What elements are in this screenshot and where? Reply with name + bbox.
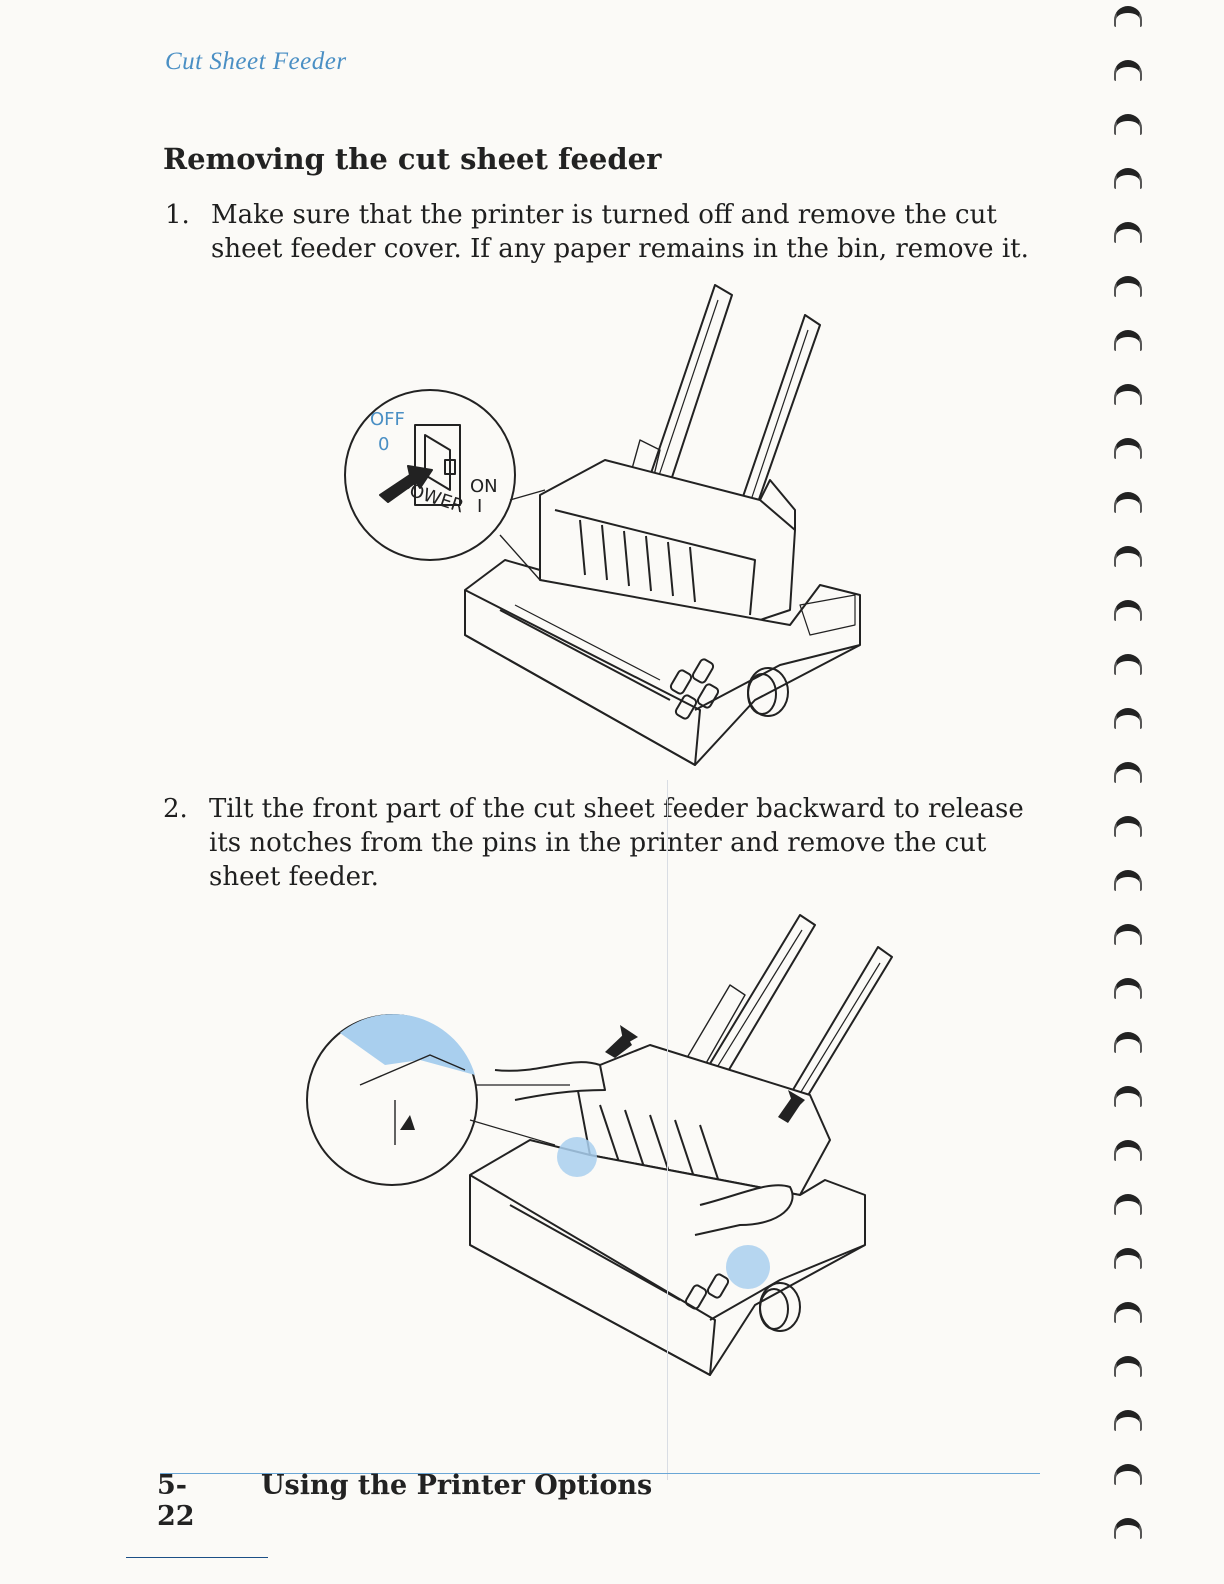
- spiral-ring-icon: [1114, 600, 1142, 621]
- printer-power-off-illustration: OFF 0 ON I POWER: [340, 280, 880, 775]
- section-title: Removing the cut sheet feeder: [163, 142, 662, 176]
- switch-off-label: OFF: [370, 409, 405, 430]
- spiral-ring-icon: [1114, 1248, 1142, 1269]
- spiral-ring-icon: [1114, 762, 1142, 783]
- spiral-ring-icon: [1114, 168, 1142, 189]
- spiral-ring-icon: [1114, 222, 1142, 243]
- spiral-ring-icon: [1114, 654, 1142, 675]
- spiral-ring-icon: [1114, 1518, 1142, 1539]
- spiral-ring-icon: [1114, 708, 1142, 729]
- scan-artifact-line: [126, 1557, 268, 1558]
- spiral-ring-icon: [1114, 1194, 1142, 1215]
- spiral-ring-icon: [1114, 1140, 1142, 1161]
- spiral-ring-icon: [1114, 492, 1142, 513]
- switch-one-label: I: [477, 496, 482, 517]
- spiral-ring-icon: [1114, 60, 1142, 81]
- spiral-ring-icon: [1114, 276, 1142, 297]
- step-text: Tilt the front part of the cut sheet fee…: [209, 794, 1024, 892]
- spiral-ring-icon: [1114, 816, 1142, 837]
- spiral-ring-icon: [1114, 1410, 1142, 1431]
- spiral-ring-icon: [1114, 1302, 1142, 1323]
- spiral-ring-icon: [1114, 384, 1142, 405]
- spiral-ring-icon: [1114, 330, 1142, 351]
- spiral-ring-icon: [1114, 546, 1142, 567]
- spiral-ring-icon: [1114, 1086, 1142, 1107]
- step-number: 2.: [163, 794, 188, 824]
- scan-fold-line: [667, 780, 668, 1480]
- spiral-ring-icon: [1114, 924, 1142, 945]
- spiral-ring-icon: [1114, 438, 1142, 459]
- spiral-ring-icon: [1114, 6, 1142, 27]
- page-number: 5-22: [157, 1470, 195, 1532]
- step-text: Make sure that the printer is turned off…: [211, 200, 1029, 264]
- footer-rule: [160, 1473, 1040, 1474]
- remove-feeder-illustration: [300, 905, 900, 1395]
- spiral-ring-icon: [1114, 114, 1142, 135]
- switch-zero-label: 0: [378, 434, 389, 455]
- chapter-title: Using the Printer Options: [261, 1470, 653, 1501]
- remove-feeder-svg: [306, 914, 893, 1376]
- step-number: 1.: [165, 200, 190, 230]
- switch-on-label: ON: [470, 476, 498, 497]
- spiral-ring-icon: [1114, 870, 1142, 891]
- printer-power-off-svg: OFF 0 ON I POWER: [344, 284, 861, 766]
- spiral-ring-icon: [1114, 1464, 1142, 1485]
- spiral-binding: [1108, 0, 1148, 1584]
- spiral-ring-icon: [1114, 978, 1142, 999]
- spiral-ring-icon: [1114, 1356, 1142, 1377]
- bold-arrow-icon: [400, 1025, 805, 1130]
- running-head: Cut Sheet Feeder: [165, 48, 347, 75]
- spiral-ring-icon: [1114, 1032, 1142, 1053]
